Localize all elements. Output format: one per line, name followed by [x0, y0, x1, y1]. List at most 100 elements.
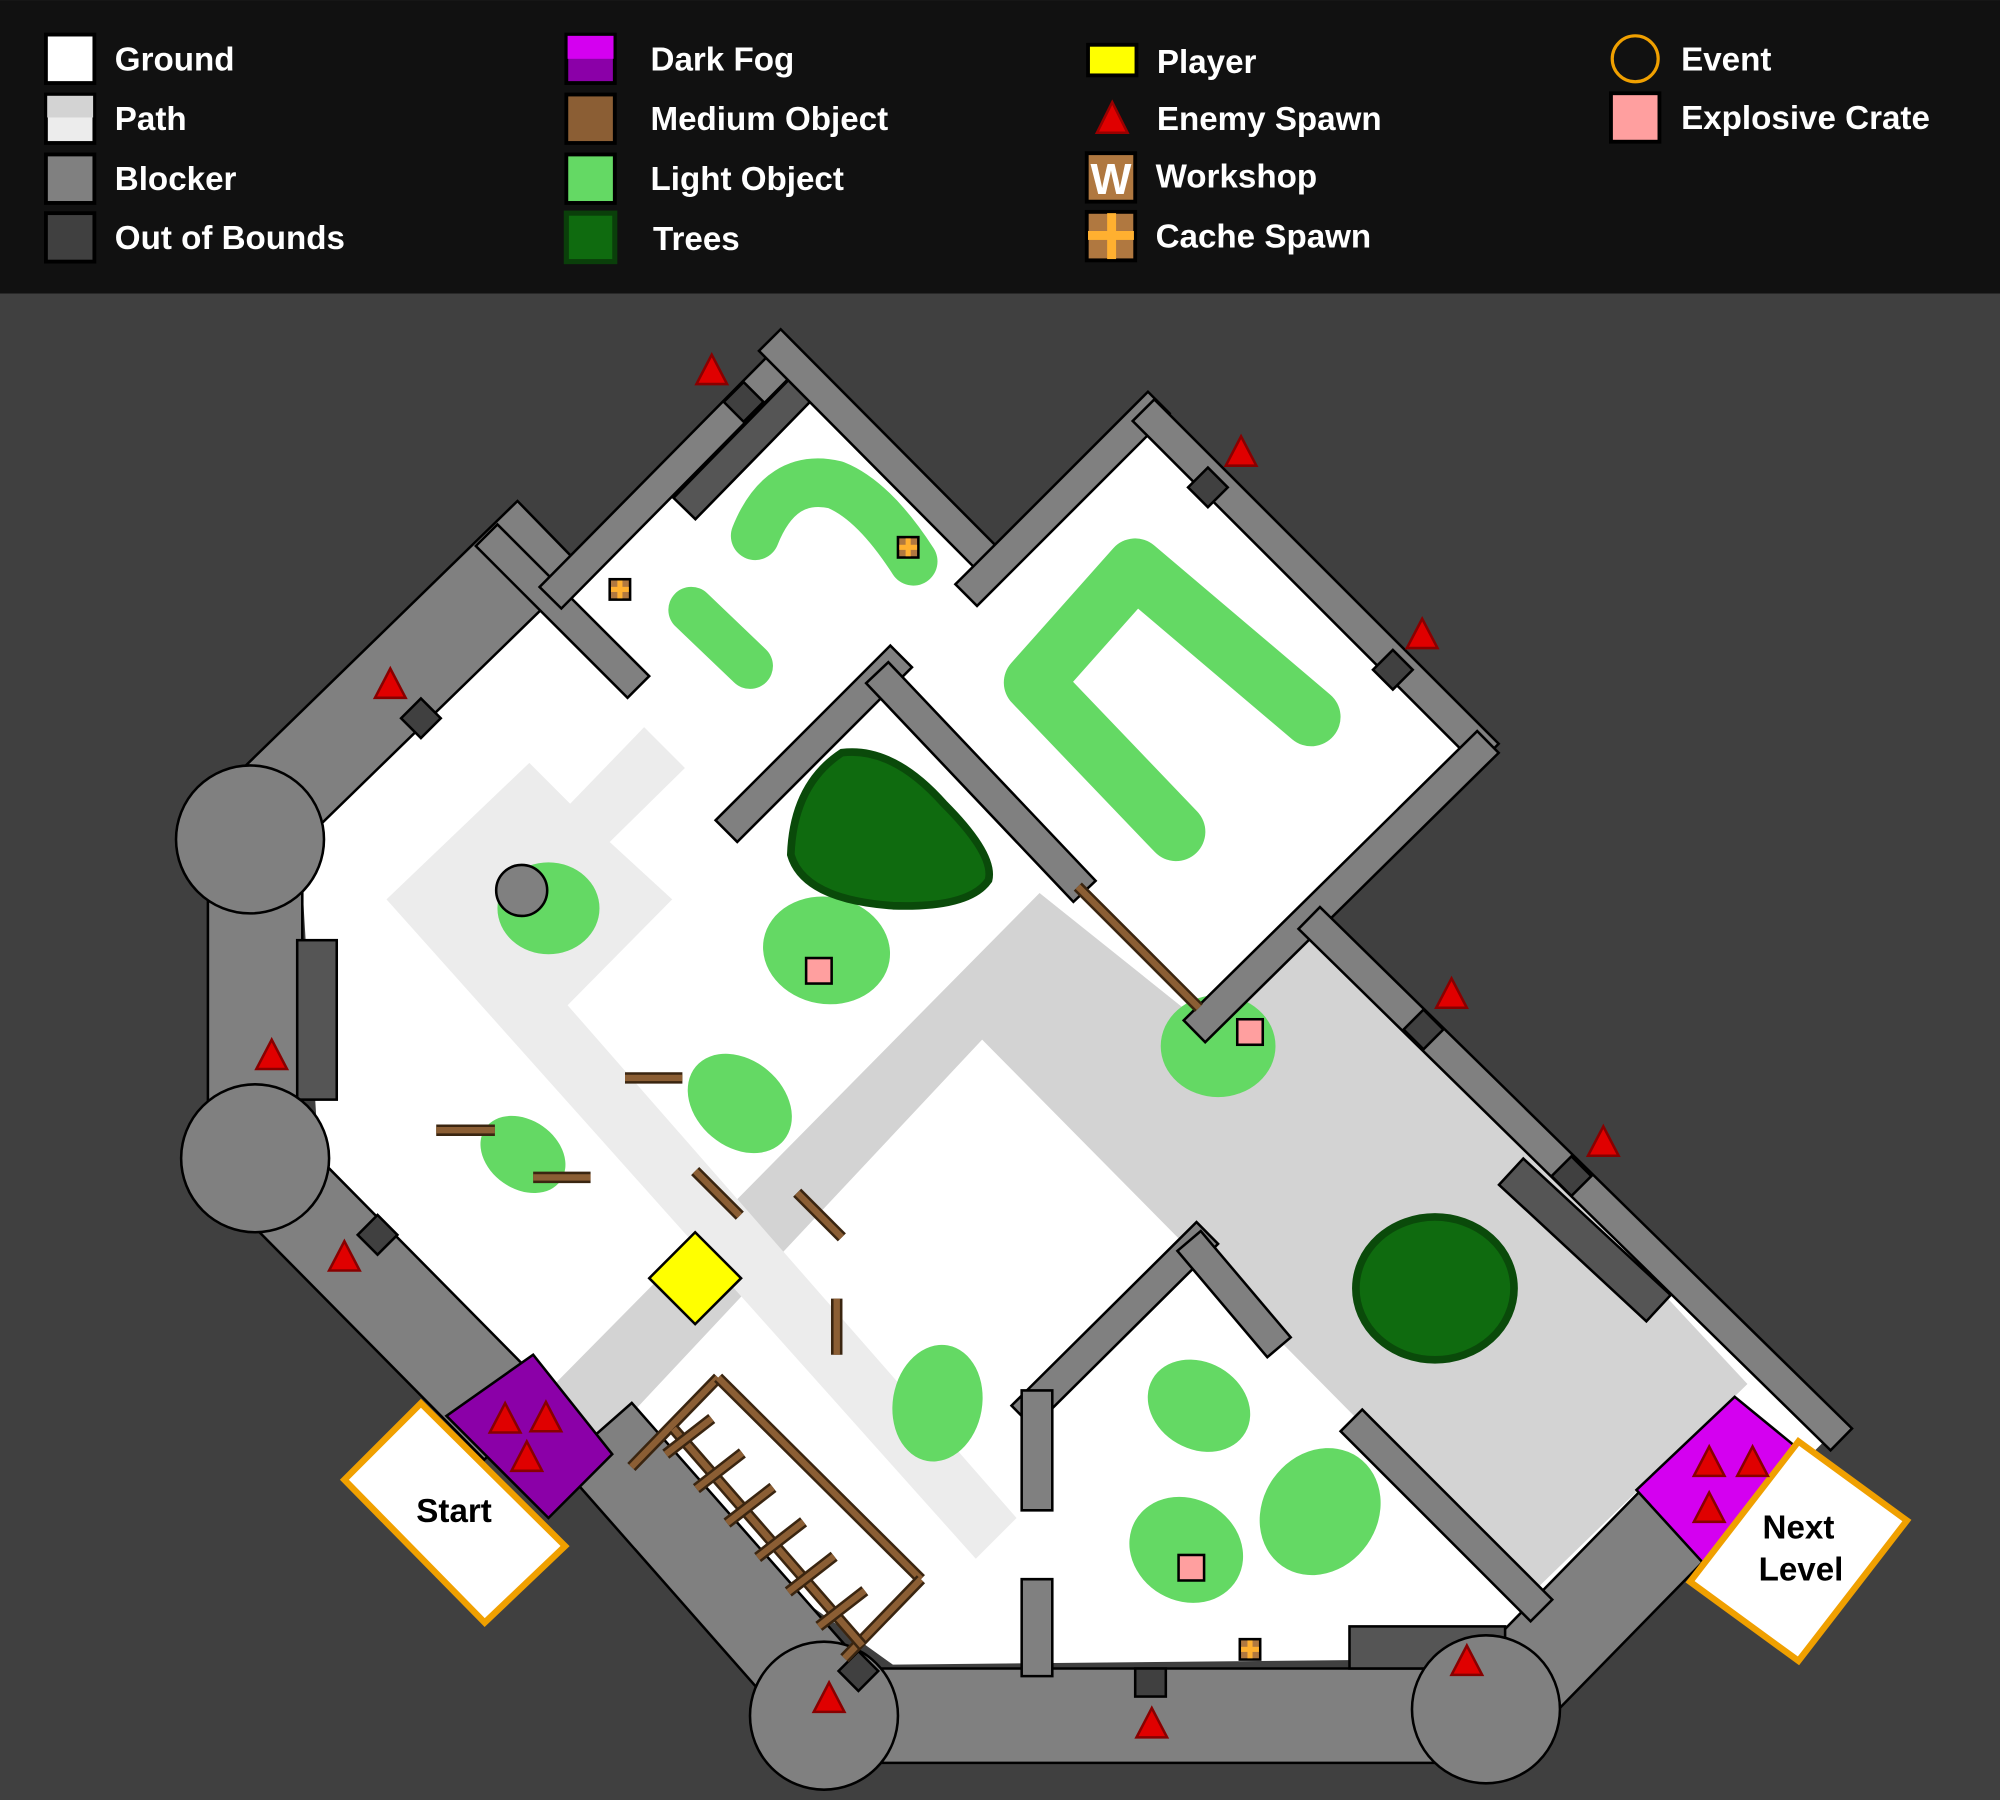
walls-layer [174, 327, 1854, 1791]
door-out-of-bounds [1401, 1007, 1446, 1052]
legend-swatch-trees [563, 210, 618, 265]
medium-object [715, 1375, 924, 1582]
blocker-wall [760, 331, 1010, 582]
legend-workshop-glyph: W [1091, 156, 1132, 204]
legend-event-icon [1610, 34, 1660, 84]
enemy-spawn-icon [1735, 1443, 1770, 1478]
blocker-wall [717, 647, 911, 841]
medium-object [755, 1519, 806, 1561]
medium-object [1075, 884, 1202, 1011]
next-level-label-line1: Next [1763, 1509, 1835, 1546]
enemy-spawn-icon [1691, 1489, 1727, 1524]
cache-spawn-cross-h [1241, 1646, 1259, 1652]
tower [174, 764, 326, 915]
tower [1410, 1634, 1562, 1785]
legend-swatch-out-of-bounds [44, 211, 97, 264]
enemy-spawn-icon [372, 665, 408, 700]
door-out-of-bounds [1186, 465, 1230, 510]
legend-workshop-icon [1084, 151, 1138, 204]
medium-object [629, 1375, 721, 1470]
legend-label-medium-object: Medium Object [651, 101, 889, 138]
light-object [1129, 1496, 1244, 1603]
medium-object [725, 1484, 775, 1526]
tower [748, 1640, 900, 1791]
blocker-wall [957, 393, 1168, 605]
legend-label-blocker: Blocker [115, 161, 237, 198]
legend-swatch-light-object [564, 152, 617, 205]
legend-label-event: Event [1681, 41, 1771, 78]
medium-object [663, 1415, 714, 1457]
light-object [687, 1053, 792, 1154]
legend-swatch-ground [44, 32, 97, 85]
enemy-spawn-icon [694, 351, 730, 386]
light-object [892, 1344, 983, 1462]
legend-label-cache-spawn: Cache Spawn [1156, 219, 1372, 256]
enemy-spawn-icon [811, 1679, 847, 1714]
enemy-spawn-icon [1691, 1443, 1727, 1478]
dark-fog-start [444, 1352, 614, 1520]
door-out-of-bounds [399, 696, 443, 740]
legend-enemy-spawn-icon [1094, 99, 1130, 135]
legend-swatch-medium-object [564, 92, 617, 145]
blocker-wall [867, 663, 1094, 901]
enemy-spawn-icon [1434, 975, 1469, 1010]
enemy-spawn-icon [528, 1399, 564, 1433]
tower [179, 1083, 331, 1234]
legend-label-light-object: Light Object [651, 161, 844, 198]
medium-object [786, 1553, 837, 1595]
legend-swatch-player [1086, 42, 1139, 78]
start-label: Start [416, 1493, 492, 1530]
enemy-spawn-icon [254, 1036, 290, 1071]
cache-spawn-cross-h [610, 586, 629, 592]
player-marker[interactable] [647, 1230, 743, 1326]
explosive-crate [1177, 1553, 1206, 1582]
light-object [730, 458, 938, 586]
legend-swatch-blocker [44, 152, 97, 205]
legend-background [0, 0, 2000, 294]
legend-label-player: Player [1157, 44, 1257, 81]
explosive-crate [1235, 1017, 1265, 1047]
door-out-of-bounds [721, 380, 766, 424]
tree-cluster [1352, 1213, 1518, 1364]
legend-label-workshop: Workshop [1156, 159, 1318, 196]
blocker-pillar [494, 863, 549, 918]
light-object [763, 896, 891, 1005]
cache-spawn-cross-h [899, 544, 918, 550]
legend-label-explosive-crate: Explosive Crate [1681, 100, 1930, 137]
enemy-spawn-icon [1404, 615, 1440, 650]
enemy-spawn-icon [1585, 1123, 1621, 1158]
blocker-wall [1342, 1411, 1551, 1620]
legend-cache-spawn-cross-h [1088, 230, 1134, 240]
medium-object [694, 1450, 745, 1492]
door-out-of-bounds [1549, 1154, 1594, 1198]
blocker-wall [477, 526, 648, 696]
start-zone[interactable] [339, 1398, 570, 1628]
blocker-wall [209, 1115, 550, 1458]
light-object [1259, 1448, 1381, 1576]
light-object [668, 586, 773, 689]
enemy-spawn-icon [1449, 1642, 1485, 1677]
blocker-wall [1013, 1223, 1217, 1426]
enemy-spawn-icon [509, 1438, 545, 1473]
door-out-of-bounds [1371, 648, 1415, 692]
inner-dark-wall [675, 369, 821, 518]
enemy-spawn-icon [326, 1238, 362, 1272]
light-object [1003, 538, 1341, 862]
legend-label-enemy-spawn: Enemy Spawn [1157, 101, 1382, 138]
legend-swatch-explosive-crate [1609, 91, 1662, 144]
medium-object [671, 1426, 865, 1648]
legend-label-dark-fog: Dark Fog [651, 41, 795, 78]
legend: Ground Path Blocker Out of Bounds Dark F… [0, 0, 2000, 294]
enemy-spawn-icon [487, 1400, 523, 1434]
objects-layer [480, 458, 1518, 1603]
door-out-of-bounds [355, 1213, 400, 1257]
blocker-wall [1185, 732, 1497, 1041]
door-out-of-bounds [1133, 1667, 1168, 1698]
tree-cluster [786, 748, 994, 910]
medium-object [794, 1190, 845, 1240]
next-level-zone[interactable] [1685, 1437, 1912, 1666]
legend-label-path: Path [115, 101, 187, 138]
legend-label-ground: Ground [115, 41, 235, 78]
